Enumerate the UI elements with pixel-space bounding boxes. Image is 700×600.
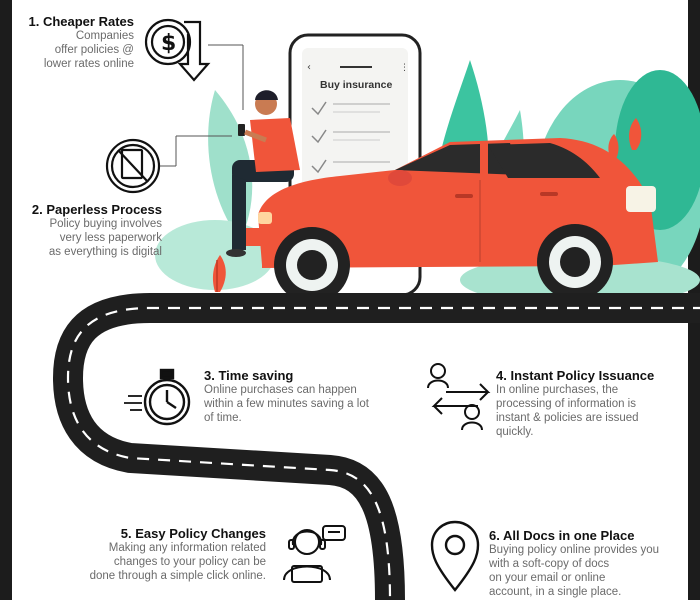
feature-5: 5. Easy Policy Changes Making any inform… (80, 526, 266, 583)
person-illustration (226, 90, 300, 257)
feature-desc-line: Companies (75, 30, 134, 42)
phone-screen-title: Buy insurance (320, 79, 393, 91)
feature-6: 6. All Docs in one Place Buying policy o… (489, 528, 689, 599)
feature-4: 4. Instant Policy Issuance In online pur… (496, 368, 686, 439)
feature-desc-line: on your email or online (489, 572, 606, 584)
feature-desc-line: Policy buying involves (49, 218, 162, 230)
winding-road (52, 293, 700, 600)
feature-title: 6. All Docs in one Place (489, 528, 635, 543)
feature-desc-line: Online purchases can happen (204, 384, 357, 396)
stopwatch-icon (124, 368, 191, 426)
feature-desc-line: quickly. (496, 426, 534, 438)
feature-title: 3. Time saving (204, 368, 294, 383)
feature-desc-line: as everything is digital (48, 246, 162, 258)
feature-title: 5. Easy Policy Changes (120, 526, 266, 541)
feature-desc-line: offer policies @ (54, 44, 134, 56)
feature-2: 2. Paperless Process Policy buying invol… (22, 202, 162, 259)
no-paper-icon (105, 138, 161, 194)
svg-text:⋮: ⋮ (400, 63, 409, 73)
svg-text:‹: ‹ (307, 62, 311, 73)
feature-desc-line: within a few minutes saving a lot (204, 398, 369, 410)
feature-1: 1. Cheaper Rates Companies offer policie… (24, 14, 135, 71)
feature-desc-line: done through a simple click online. (89, 570, 266, 582)
feature-title: 1. Cheaper Rates (28, 14, 135, 29)
feature-desc-line: of time. (204, 412, 242, 424)
feature-desc-line: very less paperwork (59, 232, 162, 244)
feature-title: 4. Instant Policy Issuance (496, 368, 655, 383)
feature-title: 2. Paperless Process (31, 202, 162, 217)
feature-desc-line: Making any information related (108, 542, 266, 554)
location-pin-icon (430, 520, 480, 592)
feature-3: 3. Time saving Online purchases can happ… (204, 368, 404, 425)
dollar-down-icon: $ (144, 18, 211, 82)
feature-desc-line: Buying policy online provides you (489, 544, 660, 556)
svg-text:$: $ (161, 31, 176, 56)
car-illustration (240, 138, 658, 303)
support-agent-icon (283, 525, 346, 583)
left-border (0, 0, 12, 600)
feature-desc-line: changes to your policy can be (113, 556, 266, 568)
feature-desc-line: In online purchases, the (496, 384, 619, 396)
small-plants (212, 118, 642, 292)
feature-desc-line: processing of information is (496, 398, 636, 410)
feature-desc-line: lower rates online (43, 58, 134, 70)
feature-desc-line: with a soft-copy of docs (489, 558, 610, 570)
exchange-users-icon (427, 363, 491, 431)
feature-desc-line: instant & policies are issued (496, 412, 639, 424)
feature-desc-line: account, in a single place. (489, 586, 622, 598)
